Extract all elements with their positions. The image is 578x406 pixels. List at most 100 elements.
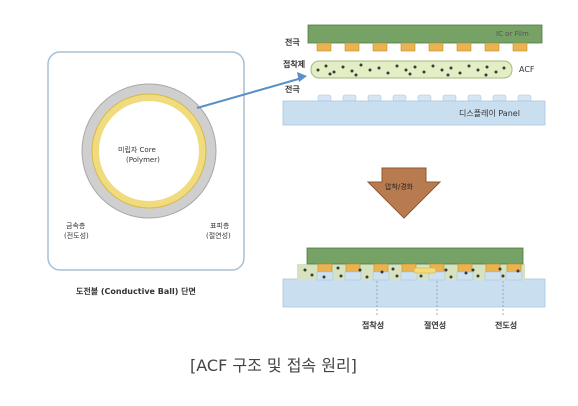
bonded-particle xyxy=(449,275,453,279)
acf-particle xyxy=(316,68,320,72)
bonded-panel xyxy=(282,278,546,308)
figure-caption: [ACF 구조 및 접속 원리] xyxy=(190,356,357,375)
bonded-particle xyxy=(498,267,502,271)
metal-layer-label-line1: 금속층 xyxy=(66,222,86,230)
bonded-top-bump xyxy=(345,263,361,273)
bonded-particles xyxy=(303,266,520,279)
top-bumps xyxy=(316,42,528,52)
acf-particle xyxy=(502,66,506,70)
acf-particle xyxy=(404,68,408,72)
acf-particle xyxy=(446,73,450,77)
bonded-particle xyxy=(310,273,314,277)
acf-particle xyxy=(350,69,354,73)
bonded-bottom-bump xyxy=(400,271,418,281)
bonded-particle xyxy=(365,275,369,279)
top-bump xyxy=(428,42,444,52)
bonded-film xyxy=(306,247,524,265)
acf-particle xyxy=(408,72,412,76)
acf-particle xyxy=(332,70,336,74)
bonded-bottom-bump xyxy=(344,271,362,281)
panel-label: 디스플레이 Panel xyxy=(459,109,520,118)
top-bump xyxy=(512,42,528,52)
acf-particle xyxy=(494,70,498,74)
bottom-bump xyxy=(517,94,532,102)
acf-particle xyxy=(341,65,345,69)
acf-particle xyxy=(449,66,453,70)
acf-particle xyxy=(328,72,332,76)
top-bump xyxy=(484,42,500,52)
acf-particle xyxy=(368,68,372,72)
bonded-top-bump xyxy=(485,263,501,273)
acf-particle xyxy=(395,64,399,68)
leader-lines xyxy=(376,281,504,316)
coating-layer-label-line1: 표피층 xyxy=(210,222,230,230)
bonded-particle xyxy=(336,266,340,270)
acf-particle xyxy=(485,65,489,69)
bonded-particle xyxy=(322,275,326,279)
bonded-bottom-bump xyxy=(372,271,390,281)
acf-particle xyxy=(422,70,426,74)
process-arrow xyxy=(366,167,442,219)
acf-particle xyxy=(324,64,328,68)
bonded-particle xyxy=(501,274,505,278)
insulation-label: 절연성 xyxy=(424,321,447,330)
bonded-particle xyxy=(476,274,480,278)
bonded-particle xyxy=(471,268,475,272)
conductive-ball-caption: 도전볼 (Conductive Ball) 단면 xyxy=(76,287,196,296)
bonded-particle xyxy=(303,268,307,272)
top-bump xyxy=(456,42,472,52)
bonded-top-bump xyxy=(457,263,473,273)
acf-particle xyxy=(413,65,417,69)
bonded-bottom-bump xyxy=(484,271,502,281)
top-bump xyxy=(372,42,388,52)
bottom-bump xyxy=(492,94,507,102)
adhesion-label: 접착성 xyxy=(362,321,385,330)
acf-label: ACF xyxy=(519,65,535,74)
acf-particle xyxy=(467,64,471,68)
insulation-bar xyxy=(413,267,437,274)
bonded-particle xyxy=(516,269,520,273)
film-label: IC or Film xyxy=(496,30,529,38)
acf-particle xyxy=(354,73,358,77)
conduction-label: 전도성 xyxy=(495,321,518,330)
bonded-particle xyxy=(358,268,362,272)
bonded-bottom-bump xyxy=(428,271,446,281)
process-arrow-label: 압착/경화 xyxy=(385,183,414,191)
bonded-particle xyxy=(464,271,468,275)
core-label-line2: (Polymer) xyxy=(126,156,160,164)
bottom-bump xyxy=(342,94,357,102)
metal-layer-label-line2: (전도성) xyxy=(64,232,89,240)
bottom-bump xyxy=(417,94,432,102)
electrode-top-label: 전극 xyxy=(285,38,300,47)
bonded-top-bump xyxy=(317,263,333,273)
acf-particle xyxy=(359,63,363,67)
bottom-bump xyxy=(392,94,407,102)
bottom-bumps xyxy=(317,94,532,102)
polymer-core xyxy=(99,101,199,201)
acf-particle xyxy=(458,71,462,75)
bonded-particle xyxy=(395,274,399,278)
bonded-particle xyxy=(380,270,384,274)
top-bump xyxy=(316,42,332,52)
acf-particle xyxy=(386,71,390,75)
bonded-particle xyxy=(339,274,343,278)
pointer-line xyxy=(196,77,303,109)
bottom-bump xyxy=(442,94,457,102)
electrode-bottom-label: 전극 xyxy=(285,85,300,94)
bottom-bump xyxy=(317,94,332,102)
acf-particles xyxy=(316,63,506,77)
top-bump xyxy=(400,42,416,52)
adhesive-label: 접착제 xyxy=(283,60,306,69)
bonded-particle xyxy=(419,274,423,278)
acf-layer xyxy=(310,60,513,79)
pointer-arrowhead xyxy=(297,72,307,82)
acf-particle xyxy=(484,73,488,77)
display-panel xyxy=(282,100,546,126)
bonded-top-bump xyxy=(373,263,389,273)
coating-layer-label-line2: (절연성) xyxy=(206,232,231,240)
bottom-bump xyxy=(367,94,382,102)
acf-particle xyxy=(476,68,480,72)
bonded-bottom-bump xyxy=(505,271,523,281)
